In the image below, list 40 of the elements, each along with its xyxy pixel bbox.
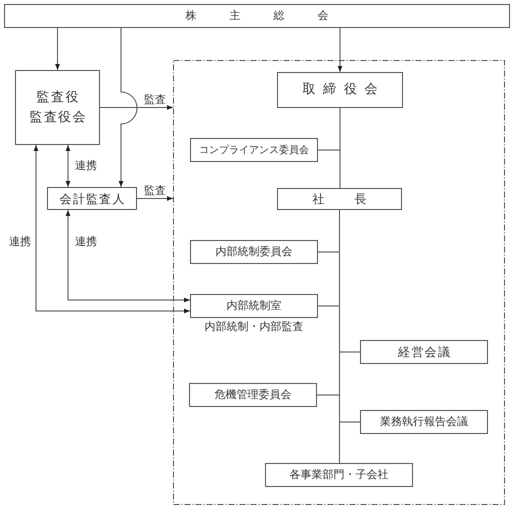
box-label: 業務執行報告会議 xyxy=(380,414,468,430)
org-box xyxy=(277,72,403,108)
org-box xyxy=(4,4,510,28)
org-box xyxy=(265,463,413,487)
arrow xyxy=(118,28,138,188)
connector-line xyxy=(339,210,340,464)
box-label: 会計監査人 xyxy=(60,190,126,208)
box-label: コンプライアンス委員会 xyxy=(199,144,309,158)
box-label: 社長 xyxy=(312,191,396,208)
org-box xyxy=(360,340,488,364)
arrow xyxy=(66,210,190,302)
box-label: 監査役会 xyxy=(30,108,87,126)
box-label: 経営会議 xyxy=(398,344,451,361)
org-box xyxy=(277,188,402,210)
org-box xyxy=(15,70,100,145)
box-label: 内部統制室 xyxy=(226,298,282,314)
org-box xyxy=(190,240,318,264)
arrow xyxy=(55,28,60,70)
org-box xyxy=(189,383,317,407)
edge-label: 連携 xyxy=(8,235,32,248)
box-label: 監査役 xyxy=(36,89,80,107)
box-label: 内部統制委員会 xyxy=(216,244,292,260)
note-label: 内部統制・内部監査 xyxy=(204,319,304,334)
edge-label: 監査 xyxy=(143,93,167,106)
box-label: 危機管理委員会 xyxy=(214,386,292,403)
dashed-boundary-box xyxy=(173,60,505,505)
box-label: 取締役会 xyxy=(302,81,386,100)
org-box xyxy=(360,410,488,434)
arrow xyxy=(136,196,174,201)
arrow xyxy=(338,28,342,72)
arrow xyxy=(34,144,190,314)
org-box xyxy=(47,187,137,210)
edge-label: 監査 xyxy=(143,184,167,198)
org-box xyxy=(190,138,318,162)
arrow xyxy=(100,105,174,110)
box-label: 各事業部門・子会社 xyxy=(290,466,388,483)
edge-label: 連携 xyxy=(74,235,98,248)
edge-label: 連携 xyxy=(74,159,98,172)
arrow xyxy=(66,144,70,188)
box-label: 株主総会 xyxy=(186,8,362,24)
